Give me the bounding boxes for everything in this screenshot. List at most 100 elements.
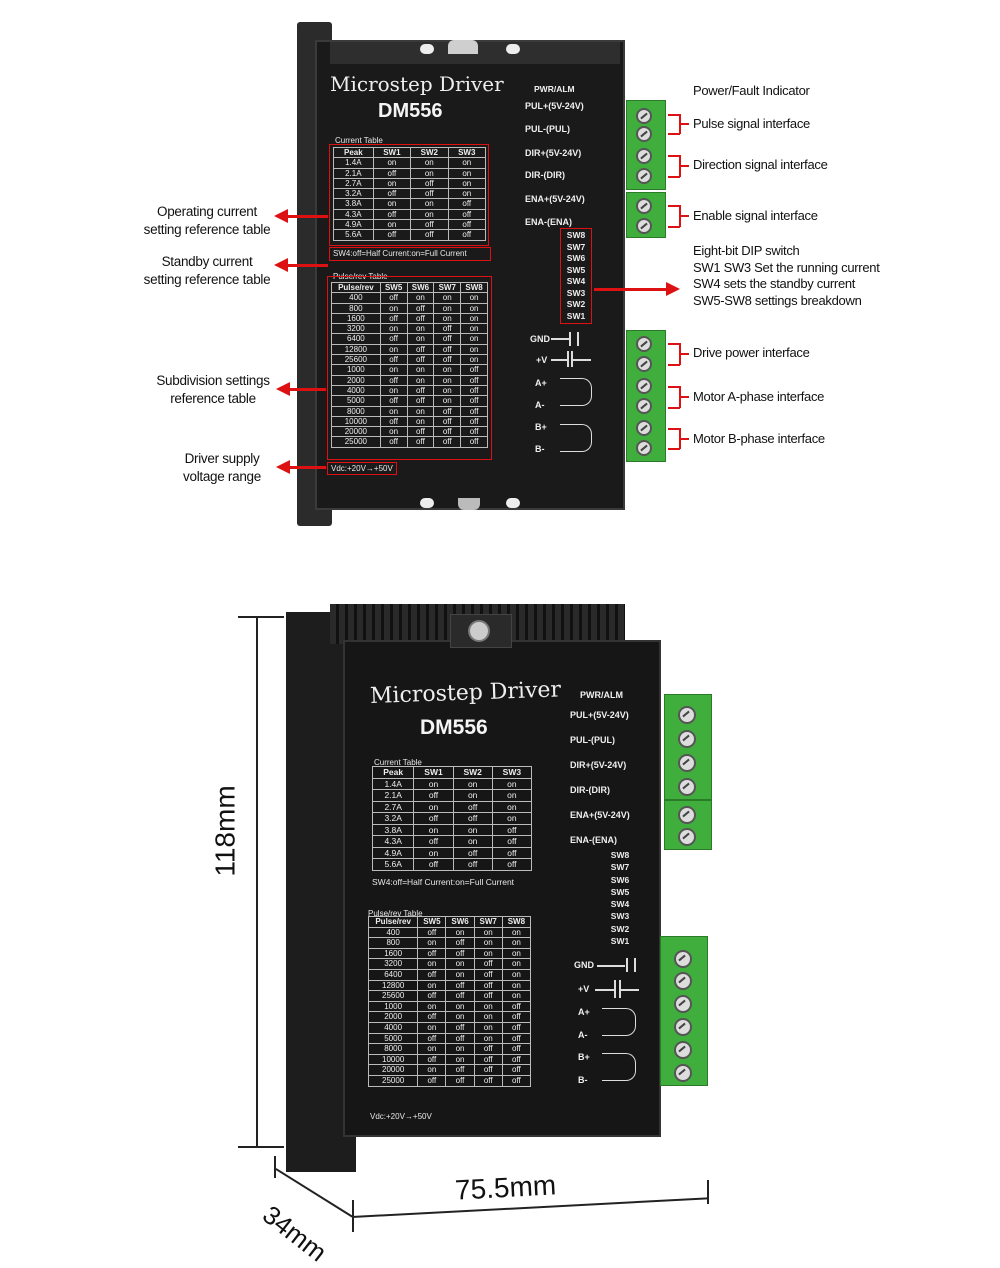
pulse-table-2-cell: on: [501, 937, 532, 949]
current-table-cell: 4.3A: [333, 208, 374, 221]
pulse-table-2-cell: on: [473, 937, 503, 949]
pulse-table-cell: off: [379, 374, 408, 386]
pulse-table-2-cell: off: [473, 1043, 503, 1055]
current-table-2-cell: on: [452, 835, 493, 848]
label-subdivision: Subdivision settings reference table: [140, 372, 286, 408]
label-supply-voltage-line2: voltage range: [183, 469, 261, 484]
label-operating-current-line1: Operating current: [157, 204, 257, 219]
pin-pul-minus: PUL-(PUL): [525, 124, 570, 134]
pulse-table-cell: off: [406, 436, 435, 448]
current-table-2-cell: 4.9A: [371, 846, 415, 859]
pulse-table-cell: SW7: [433, 281, 462, 294]
motor-b-bracket: [668, 448, 680, 450]
current-table-cell: on: [447, 157, 487, 169]
pin-pul-minus-2: PUL-(PUL): [570, 735, 615, 745]
pin-pwr-alm: PWR/ALM: [534, 84, 575, 94]
current-table-cell: on: [410, 198, 449, 210]
pulse-table-2-cell: 8000: [367, 1043, 419, 1055]
pulse-table-2-cell: off: [417, 926, 447, 939]
dip-2-sw5: SW5: [610, 886, 630, 897]
current-table-cell: on: [410, 157, 449, 169]
current-table-cell: Peak: [333, 146, 374, 159]
current-table-2-cell: 3.8A: [371, 823, 415, 836]
pin-pul-plus: PUL+(5V-24V): [525, 101, 584, 111]
dip-2-sw8: SW8: [610, 850, 630, 860]
power-bracket: [668, 343, 680, 345]
current-table-cell: on: [447, 177, 487, 190]
pulse-table-2-cell: off: [417, 1011, 447, 1023]
pulse-table-cell: off: [433, 333, 462, 345]
current-table-cell: 3.2A: [333, 188, 374, 200]
pulse-table-cell: on: [379, 323, 408, 335]
pulse-table-cell: on: [433, 302, 462, 314]
current-table-2-cell: on: [491, 800, 533, 813]
width-dim-tick-right: [707, 1180, 709, 1204]
terminal-screw: [674, 1064, 692, 1082]
current-table-cell: 2.7A: [333, 177, 374, 190]
pulse-table-cell: SW8: [460, 281, 488, 294]
pin-dir-plus: DIR+(5V-24V): [525, 148, 582, 158]
pulse-table-2-cell: off: [445, 1074, 475, 1087]
pulse-table-2-cell: off: [417, 947, 447, 960]
dip-sw8: SW8: [566, 230, 586, 240]
pulse-table-cell: SW5: [379, 281, 408, 294]
dip-sw7: SW7: [566, 241, 586, 252]
pulse-table-cell: 20000: [331, 426, 381, 438]
dip-2-sw4: SW4: [610, 899, 630, 910]
pulse-table-cell: off: [433, 436, 462, 448]
current-table-cell: on: [410, 208, 449, 221]
pin-dir-minus: DIR-(DIR): [525, 170, 565, 180]
pin-a-plus-2: A+: [578, 1007, 590, 1017]
pulse-table-2-cell: off: [501, 1032, 532, 1045]
current-table-2-cell: on: [452, 823, 493, 836]
terminal-screw: [678, 706, 696, 724]
pulse-table-cell: off: [379, 395, 408, 407]
current-table-2-cell: off: [413, 789, 454, 802]
dip-sw2: SW2: [566, 299, 586, 309]
terminal-screw: [636, 356, 652, 372]
pulse-table-2-cell: 4000: [367, 1021, 419, 1034]
terminal-screw: [636, 198, 652, 214]
pulse-table-2-cell: Pulse/rev: [367, 916, 419, 928]
height-dim-tick-top: [238, 616, 284, 618]
terminal-screw: [636, 108, 652, 124]
dip-2-sw3: SW3: [610, 911, 630, 922]
pulse-table-2-cell: off: [501, 1043, 532, 1055]
current-table-2-cell: on: [413, 846, 454, 859]
current-table-2-cell: off: [452, 812, 493, 825]
coil-a-symbol-2: [602, 1008, 636, 1036]
pulse-table-2-cell: off: [445, 1064, 475, 1076]
pulse-bracket: [679, 123, 689, 125]
current-table-2-cell: off: [452, 858, 493, 871]
current-table-cell: off: [447, 208, 487, 221]
pulse-table-2-cell: on: [445, 1000, 475, 1013]
motor-a-bracket: [668, 407, 680, 409]
pin-a-minus-2: A-: [578, 1030, 588, 1040]
pulse-table-2-cell: SW7: [473, 916, 503, 928]
capacitor-plates: [567, 351, 573, 367]
pulse-table-cell: off: [406, 302, 435, 314]
coil-a-symbol: [560, 378, 592, 406]
current-table-cell: off: [410, 177, 449, 190]
pulse-table-cell: 5000: [331, 395, 381, 407]
pulse-table-cell: on: [433, 374, 462, 386]
pulse-table-cell: off: [379, 436, 408, 448]
current-table-cell: off: [372, 208, 412, 221]
width-dim-tick-left: [352, 1200, 354, 1232]
current-table-cell: on: [447, 188, 487, 200]
